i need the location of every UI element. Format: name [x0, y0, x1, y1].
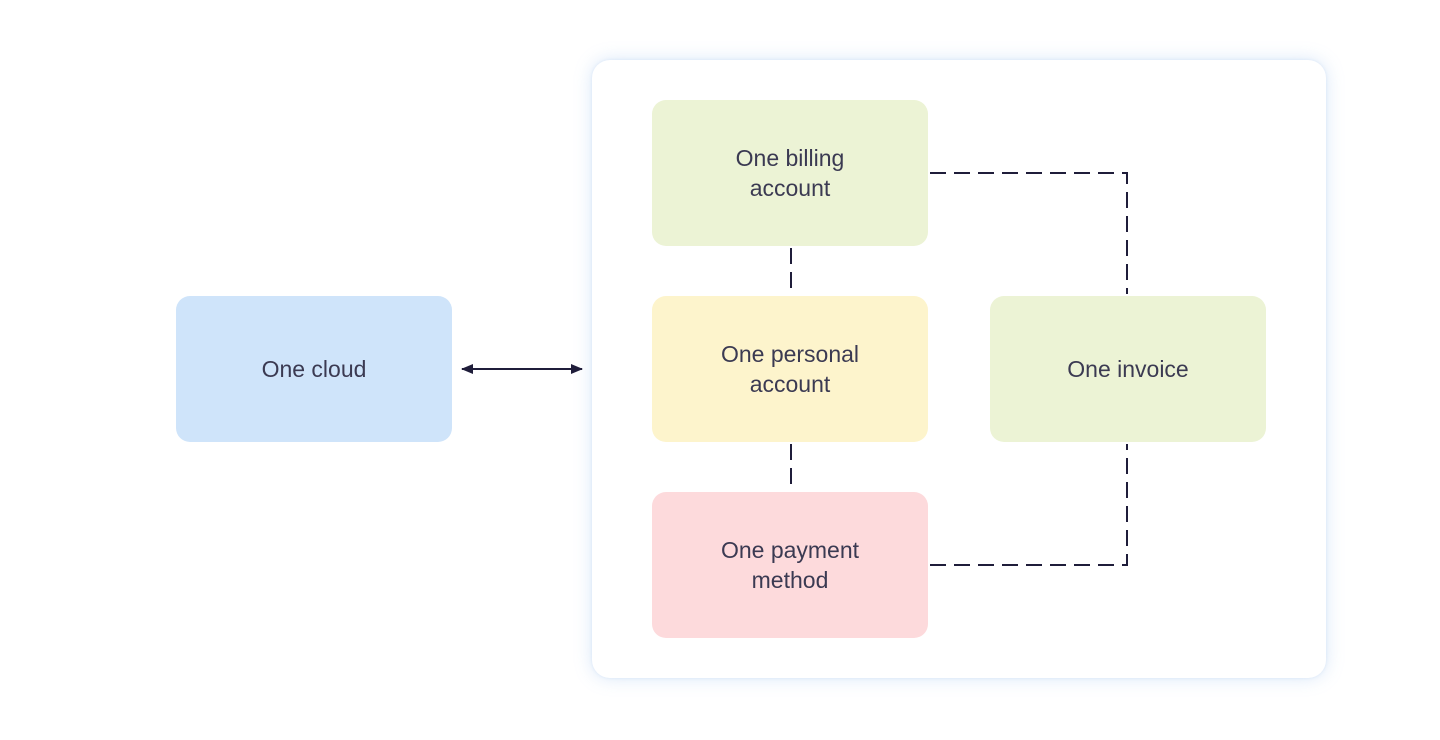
invoice-node: One invoice: [990, 296, 1266, 442]
cloud-node: One cloud: [176, 296, 452, 442]
invoice-node-label: One invoice: [1067, 356, 1189, 382]
cloud-node-label: One cloud: [261, 356, 367, 382]
payment-method-node: One payment method: [652, 492, 928, 638]
personal-account-node: One personal account: [652, 296, 928, 442]
payment-method-node-label: One payment method: [720, 537, 860, 593]
billing-account-node-label: One billing account: [735, 145, 845, 201]
billing-account-node: One billing account: [652, 100, 928, 246]
personal-account-node-label: One personal account: [720, 341, 860, 397]
